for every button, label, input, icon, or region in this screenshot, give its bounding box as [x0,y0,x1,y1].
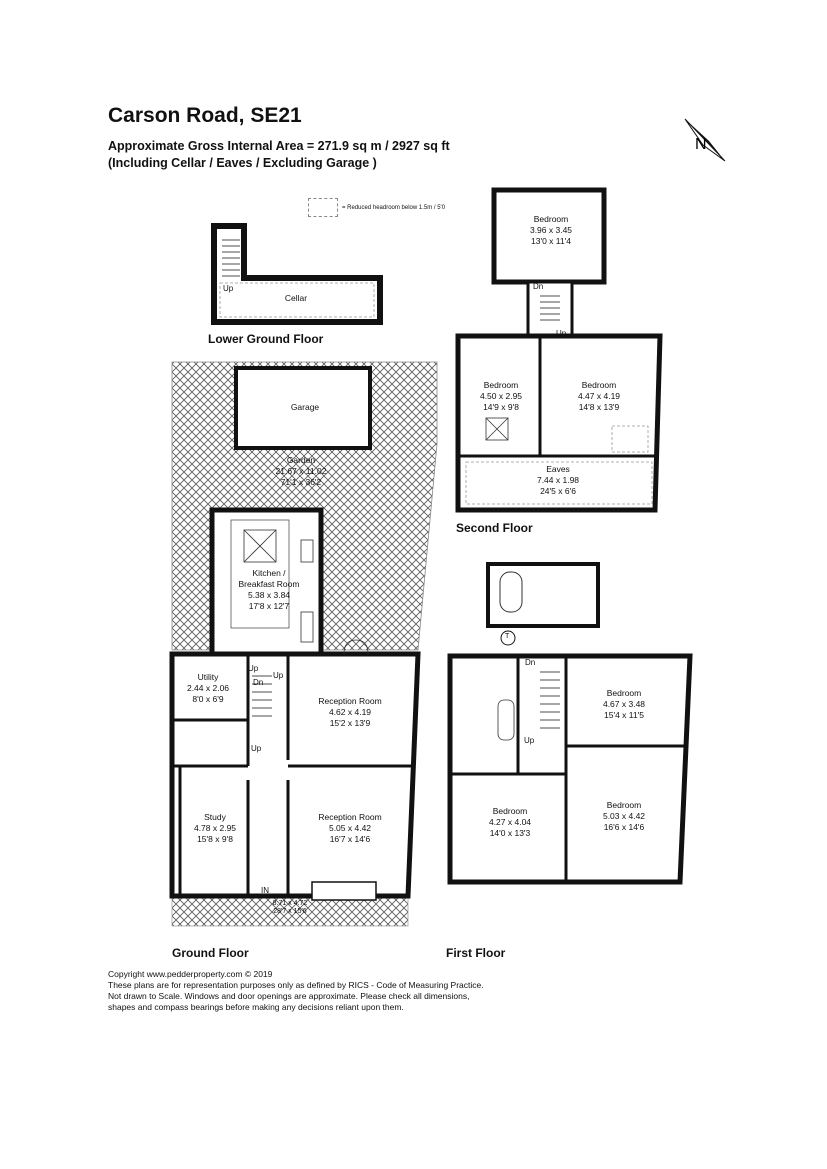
room-cellar: Cellar [284,293,308,303]
stair-down-marker: Dn [525,658,536,667]
room-study: Study 4.78 x 2.95 15'8 x 9'8 [193,812,237,844]
room-reception-top: Reception Room 4.62 x 4.19 15'2 x 13'9 [318,696,382,728]
room-ff-bedroom-bottom-right: Bedroom 5.03 x 4.42 16'6 x 14'6 [602,800,646,832]
stair-up-marker: Up [248,664,259,673]
gross-area-line: Approximate Gross Internal Area = 271.9 … [108,139,450,153]
compass-label: N [695,136,707,153]
room-ff-bedroom-bottom-left: Bedroom 4.27 x 4.04 14'0 x 13'3 [488,806,532,838]
floor-label-lower-ground: Lower Ground Floor [208,332,324,346]
stair-up-marker: Up [556,329,567,338]
stair-down-marker: Dn [533,282,544,291]
legend: = Reduced headroom below 1.5m / 5'0 [308,198,445,217]
stair-down-marker: Dn [253,678,264,687]
room-sf-bedroom-right: Bedroom 4.47 x 4.19 14'8 x 13'9 [577,380,621,412]
room-utility: Utility 2.44 x 2.06 8'0 x 6'9 [186,672,230,704]
entrance-marker: IN [261,886,269,895]
room-kitchen: Kitchen / Breakfast Room 5.38 x 3.84 17'… [238,568,300,611]
room-garage: Garage [290,402,320,412]
stair-up-marker: Up [524,736,535,745]
tank-marker: T [505,633,510,640]
room-eaves: Eaves 7.44 x 1.98 24'5 x 6'6 [536,464,580,496]
first-floor-plan [447,562,693,885]
page-title: Carson Road, SE21 [108,104,302,127]
room-ff-bedroom-top-right: Bedroom 4.67 x 3.48 15'4 x 11'5 [602,688,646,720]
stair-up-marker: Up [273,671,284,680]
lower-ground-floor-plan [211,223,383,325]
floor-label-second: Second Floor [456,521,533,535]
area-inclusion-line: (Including Cellar / Eaves / Excluding Ga… [108,156,377,170]
floor-label-ground: Ground Floor [172,946,249,960]
copyright-notice: Copyright www.pedderproperty.com © 2019 … [108,969,484,1012]
room-garden: Garden 21.67 x 11.02 71'1 x 36'2 [275,455,327,487]
room-sf-bedroom-top: Bedroom 3.96 x 3.45 13'0 x 11'4 [529,214,573,246]
compass-icon: N [684,118,726,162]
stair-up-marker: Up [251,744,262,753]
second-floor-plan [455,187,663,513]
stair-up-marker: Up [223,284,234,293]
room-reception-bottom: Reception Room 5.05 x 4.42 16'7 x 14'6 [318,812,382,844]
room-front: 8.71 x 4.72 28'7 x 15'6 [272,900,308,915]
legend-swatch [308,198,338,217]
room-sf-bedroom-left: Bedroom 4.50 x 2.95 14'9 x 9'8 [479,380,523,412]
ground-floor-plan [169,361,438,927]
legend-text: = Reduced headroom below 1.5m / 5'0 [342,204,446,211]
floor-label-first: First Floor [446,946,506,960]
